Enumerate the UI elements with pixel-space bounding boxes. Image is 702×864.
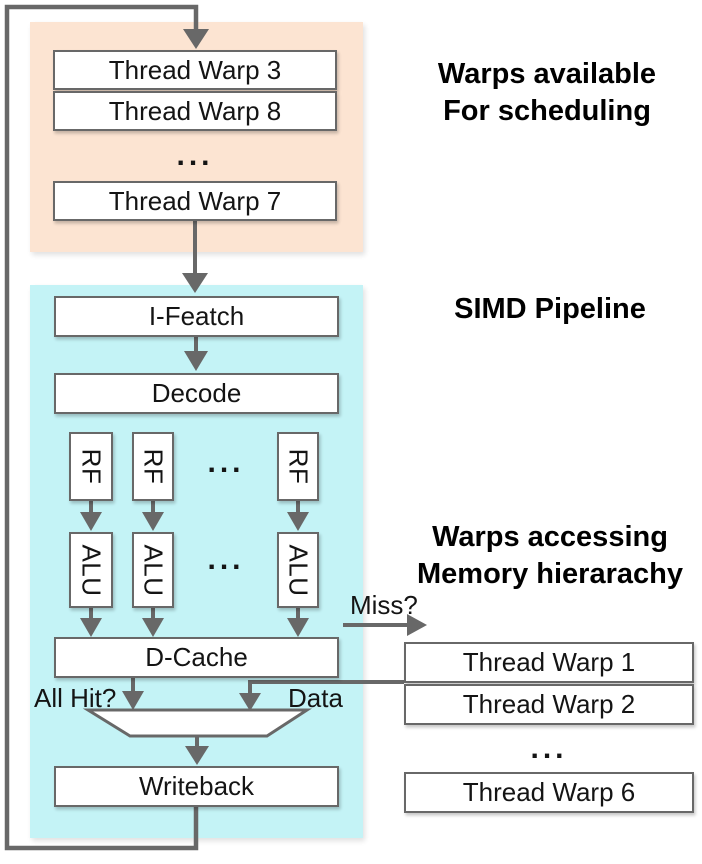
mem-warp-box-1: Thread Warp 1	[404, 642, 694, 683]
decode-stage-box: Decode	[54, 373, 339, 414]
mem-warp-box-2: Thread Warp 2	[404, 684, 694, 725]
alu1-to-dcache-arrowhead	[80, 618, 102, 637]
rf-row-ellipsis: ...	[207, 446, 245, 479]
mem-pool-ellipsis: ...	[530, 732, 568, 765]
rf-box-1: RF	[69, 432, 113, 501]
warp7-to-fetch-arrowhead	[182, 273, 208, 293]
rf-box-3: RF	[277, 432, 319, 501]
memory-pool-title-line2: Memory hierarachy	[417, 558, 683, 590]
alu-box-1: ALU	[69, 532, 113, 608]
writeback-stage-box: Writeback	[54, 766, 339, 807]
warp-box-3: Thread Warp 3	[53, 50, 337, 90]
alu-label-1: ALU	[76, 543, 107, 597]
fetch-stage-box: I-Featch	[54, 296, 339, 337]
scheduler-pool-title: Warps available For scheduling	[392, 56, 702, 130]
miss-arrowhead-right	[407, 614, 427, 636]
miss-label: Miss?	[350, 590, 418, 620]
memory-pool-title-line1: Warps accessing	[432, 521, 668, 553]
dcache-stage-box: D-Cache	[54, 637, 339, 678]
writeback-loop-edge	[4, 4, 199, 851]
rf2-to-alu2-arrowhead	[142, 512, 164, 531]
fetch-to-decode-arrowhead	[184, 351, 208, 371]
alu-box-3: ALU	[277, 532, 319, 608]
all-hit-arrowhead	[122, 691, 144, 710]
rf-label-3: RF	[283, 448, 314, 485]
rf1-to-alu1-arrowhead	[80, 512, 102, 531]
rf-label-1: RF	[76, 448, 107, 485]
alu-row-ellipsis: ...	[207, 543, 245, 576]
scheduler-ellipsis: ...	[176, 139, 214, 172]
loop-arrowhead-down	[183, 29, 209, 49]
all-hit-label: All Hit?	[34, 683, 117, 713]
data-label: Data	[288, 683, 343, 713]
alu3-to-dcache-arrowhead	[287, 618, 309, 637]
alu-label-3: ALU	[283, 543, 314, 597]
simd-pipeline-title: SIMD Pipeline	[454, 293, 646, 325]
rf-label-2: RF	[138, 448, 169, 485]
merge-funnel-shape	[82, 708, 313, 738]
mem-warp-box-6: Thread Warp 6	[404, 772, 694, 813]
scheduler-pool-title-line1: Warps available	[437, 58, 657, 90]
alu2-to-dcache-arrowhead	[142, 618, 164, 637]
rf3-to-alu3-arrowhead	[287, 512, 309, 531]
scheduler-pool-title-line2: For scheduling	[443, 95, 651, 127]
memory-pool-title: Warps accessing Memory hierarachy	[398, 519, 702, 593]
warp-box-7: Thread Warp 7	[53, 181, 337, 221]
warp-box-8: Thread Warp 8	[53, 91, 337, 131]
data-arrowhead	[239, 693, 261, 711]
rf-box-2: RF	[132, 432, 174, 501]
data-return-edge	[248, 680, 404, 695]
alu-label-2: ALU	[138, 543, 169, 597]
funnel-to-writeback-arrowhead	[185, 746, 209, 765]
alu-box-2: ALU	[132, 532, 174, 608]
